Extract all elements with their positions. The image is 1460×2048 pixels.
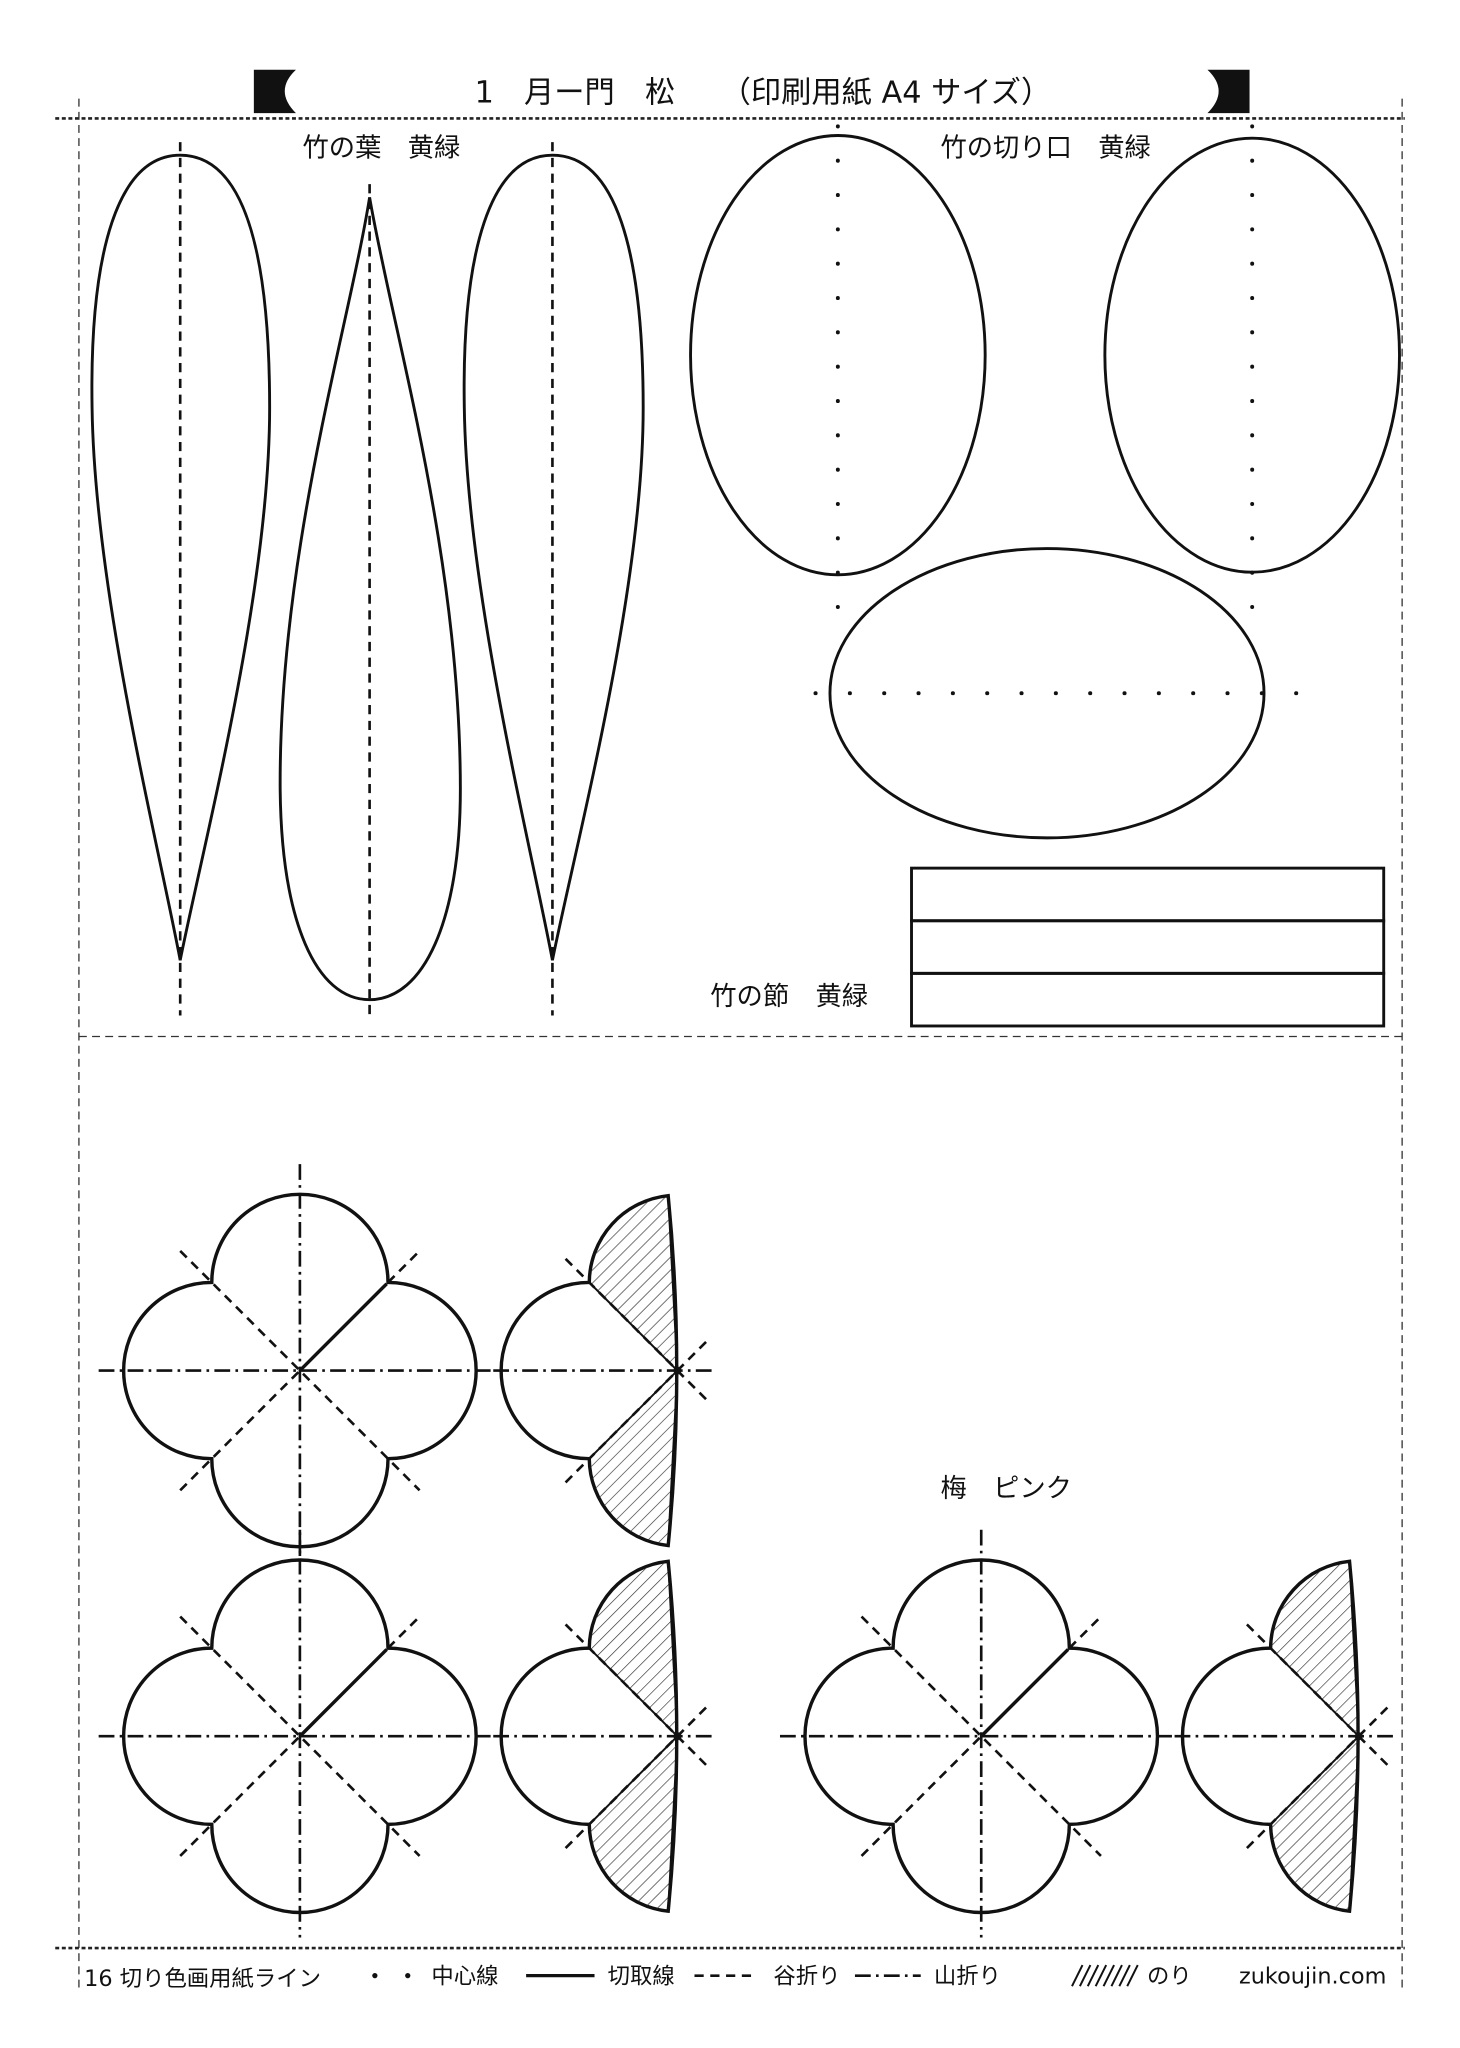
glue-area bbox=[1269, 1560, 1360, 1739]
center-line-label: 中心線 bbox=[431, 1964, 498, 1990]
glue-area bbox=[588, 1560, 679, 1739]
valley-fold-line bbox=[387, 1249, 421, 1284]
paper-line-label: 16 切り色画用紙ライン bbox=[84, 1966, 321, 1992]
valley-fold-label: 谷折り bbox=[773, 1964, 840, 1990]
site-label: zukoujin.com bbox=[1239, 1964, 1386, 1990]
header: 1 月ー門 松 （印刷用紙 A4 サイズ） bbox=[253, 69, 1250, 114]
bamboo-leaf-1 bbox=[90, 153, 272, 961]
left-bracket-icon bbox=[253, 69, 296, 114]
bamboo-leaf-label: 竹の葉 黄緑 bbox=[303, 134, 461, 164]
bamboo-leaf-3 bbox=[462, 153, 645, 961]
valley-fold-line bbox=[1245, 1706, 1389, 1849]
bamboo-node-strip-2 bbox=[910, 919, 1386, 975]
bamboo-node-label: 竹の節 黄緑 bbox=[710, 982, 868, 1012]
bamboo-cut-ellipse-1 bbox=[689, 134, 987, 577]
glue-area bbox=[588, 1733, 679, 1913]
valley-fold-line bbox=[564, 1340, 708, 1484]
center-point bbox=[673, 1732, 682, 1741]
valley-fold-line bbox=[860, 1735, 983, 1857]
cut-slit bbox=[298, 1648, 388, 1738]
right-bracket-icon bbox=[1207, 69, 1250, 114]
center-line-sample bbox=[405, 1973, 411, 1979]
valley-fold-line bbox=[179, 1735, 301, 1857]
glue-area bbox=[588, 1194, 679, 1374]
page-title: 1 月ー門 松 （印刷用紙 A4 サイズ） bbox=[475, 76, 1052, 111]
bamboo-cut-ends: 竹の切り口 黄緑 bbox=[689, 124, 1401, 840]
valley-fold-line bbox=[564, 1623, 708, 1767]
valley-fold-line bbox=[179, 1249, 421, 1492]
bamboo-cut-label: 竹の切り口 黄緑 bbox=[940, 134, 1150, 164]
bamboo-cut-ellipse-3 bbox=[828, 547, 1266, 840]
center-point bbox=[1354, 1732, 1363, 1741]
bamboo-leaf-2 bbox=[278, 197, 462, 1002]
bamboo-cut-ellipse-2 bbox=[1103, 136, 1401, 574]
cut-slit bbox=[298, 1282, 388, 1372]
glue-hatch-icon bbox=[1071, 1964, 1139, 1987]
glue-area bbox=[1269, 1733, 1360, 1913]
valley-fold-line bbox=[179, 1615, 421, 1857]
valley-fold-line bbox=[564, 1706, 708, 1849]
center-line-sample bbox=[372, 1973, 378, 1979]
bamboo-node-strip-1 bbox=[910, 866, 1386, 923]
valley-fold-line bbox=[1068, 1615, 1102, 1650]
mountain-fold-label: 山折り bbox=[934, 1964, 1001, 1990]
glue-area bbox=[588, 1368, 679, 1547]
bamboo-node-strip-3 bbox=[910, 971, 1386, 1028]
valley-fold-line bbox=[387, 1615, 421, 1650]
valley-fold-line bbox=[860, 1615, 1102, 1857]
glue-label: のり bbox=[1147, 1964, 1192, 1990]
cut-slit bbox=[980, 1648, 1070, 1738]
bamboo-nodes: 竹の節 黄緑 bbox=[710, 866, 1386, 1028]
legend: 16 切り色画用紙ライン 中心線 切取線 谷折り 山折り のり zukoujin… bbox=[84, 1964, 1386, 1993]
bamboo-leaves: 竹の葉 黄緑 bbox=[90, 134, 645, 1016]
plum-label: 梅 ピンク bbox=[940, 1474, 1071, 1504]
valley-fold-line bbox=[179, 1369, 301, 1492]
cut-line-label: 切取線 bbox=[608, 1964, 675, 1990]
plum-flowers bbox=[98, 1164, 1396, 1938]
valley-fold-line bbox=[1245, 1623, 1389, 1767]
center-point bbox=[673, 1366, 682, 1375]
valley-fold-line bbox=[564, 1257, 708, 1401]
